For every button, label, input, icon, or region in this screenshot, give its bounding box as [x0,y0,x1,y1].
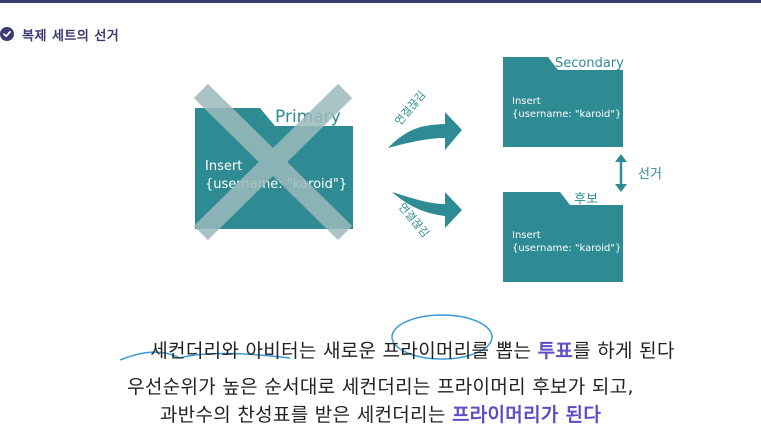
secondary-label: Secondary [555,56,624,71]
circle-annotation [391,314,493,360]
secondary-folder: Secondary Insert {username: "karoid"} [503,56,624,147]
cross-icon [193,83,353,241]
caption-highlight-primary: 프라이머리가 된다 [451,404,602,426]
secondary-doc: {username: "karoid"} [512,109,621,120]
caption-line-1-tail: 를 하게 된다 [573,340,675,362]
section-heading: 복제 세트의 선거 [0,24,119,44]
arrow-top: 연결끊김 [388,89,462,150]
underline-annotation [119,351,291,361]
candidate-doc: {username: "karoid"} [512,243,621,254]
candidate-folder: 후보 Insert {username: "karoid"} [503,192,623,282]
section-title: 복제 세트의 선거 [22,28,120,44]
top-bar [0,0,761,3]
caption-line-3-text: 과반수의 찬성표를 받은 세컨더리는 [159,404,452,426]
check-circle-icon [0,27,14,41]
primary-doc: {username: "karoid"} [205,177,347,192]
candidate-label: 후보 [574,192,598,207]
caption-line-2: 우선순위가 높은 순서대로 세컨더리는 프라이머리 후보가 되고, [127,376,634,398]
caption-line-3: 과반수의 찬성표를 받은 세컨더리는 프라이머리가 된다 [0,400,761,427]
caption-highlight-vote: 투표 [537,340,574,362]
caption-line-1-text: 세컨더리와 아비터는 새로운 프라이머리를 뽑는 [150,340,538,362]
election-arrow: 선거 [615,154,662,192]
secondary-op: Insert [512,96,541,107]
arrow-bottom: 연결끊김 [392,192,462,240]
disconnect-label-top: 연결끊김 [392,89,428,128]
caption-line-1: 세컨더리와 아비터는 새로운 프라이머리를 뽑는 투표를 하게 된다 [0,336,761,363]
candidate-op: Insert [512,230,541,241]
primary-op: Insert [205,159,242,174]
election-label: 선거 [638,167,662,182]
